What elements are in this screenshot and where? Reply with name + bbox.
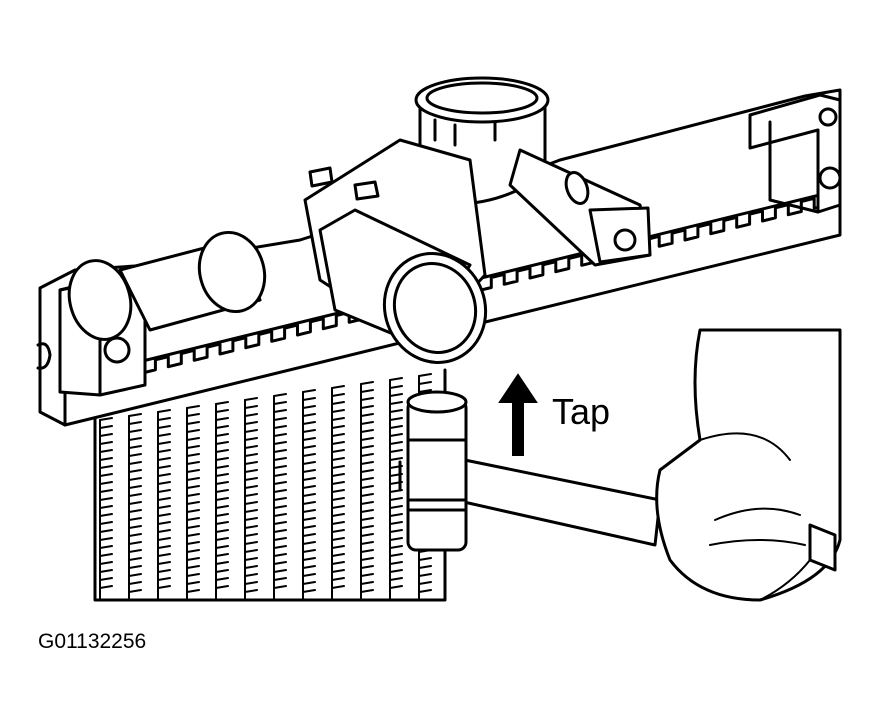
hand xyxy=(655,328,842,602)
radiator-fin-column xyxy=(302,389,316,593)
radiator-fin-column xyxy=(128,413,142,593)
radiator-fin-column xyxy=(99,417,113,589)
plastic-mallet xyxy=(398,390,662,552)
figure-code: G01132256 xyxy=(38,630,146,653)
radiator-fin-column xyxy=(244,397,258,593)
radiator-fin-column xyxy=(215,401,229,589)
tap-direction-arrow xyxy=(498,373,538,456)
radiator-fin-column xyxy=(331,385,345,589)
radiator-fin-column xyxy=(273,393,287,589)
radiator-fin-column xyxy=(186,405,200,593)
radiator-fin-column xyxy=(157,409,171,589)
radiator-fin-column xyxy=(360,381,374,593)
radiator-outlet-pipe xyxy=(303,138,488,364)
tap-label: Tap xyxy=(552,391,610,432)
radiator-fin-column xyxy=(389,377,403,589)
